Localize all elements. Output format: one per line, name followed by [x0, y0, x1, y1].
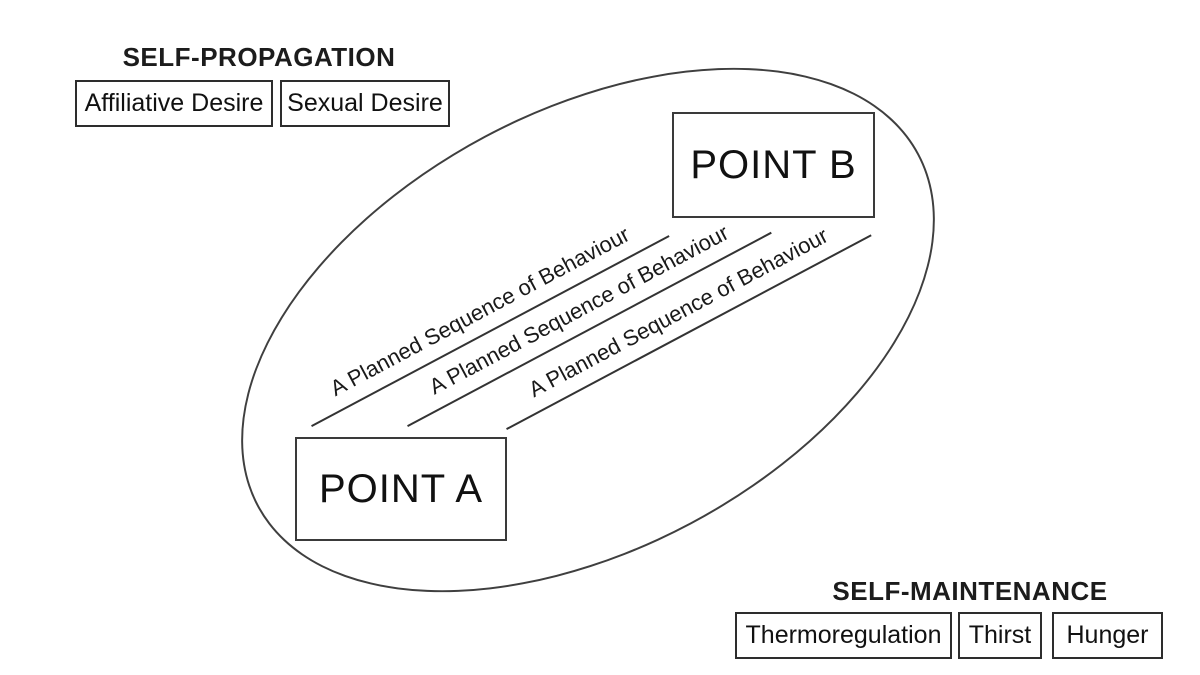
self-maintenance-title: SELF-MAINTENANCE — [832, 576, 1108, 606]
point-b-box: POINT B — [672, 112, 875, 218]
self-propagation-title: SELF-PROPAGATION — [122, 42, 396, 72]
point-a-box: POINT A — [295, 437, 507, 541]
sexual-desire-box: Sexual Desire — [280, 80, 450, 127]
hunger-box: Hunger — [1052, 612, 1163, 659]
thermoregulation-box: Thermoregulation — [735, 612, 952, 659]
thirst-box: Thirst — [958, 612, 1042, 659]
affiliative-desire-box: Affiliative Desire — [75, 80, 273, 127]
